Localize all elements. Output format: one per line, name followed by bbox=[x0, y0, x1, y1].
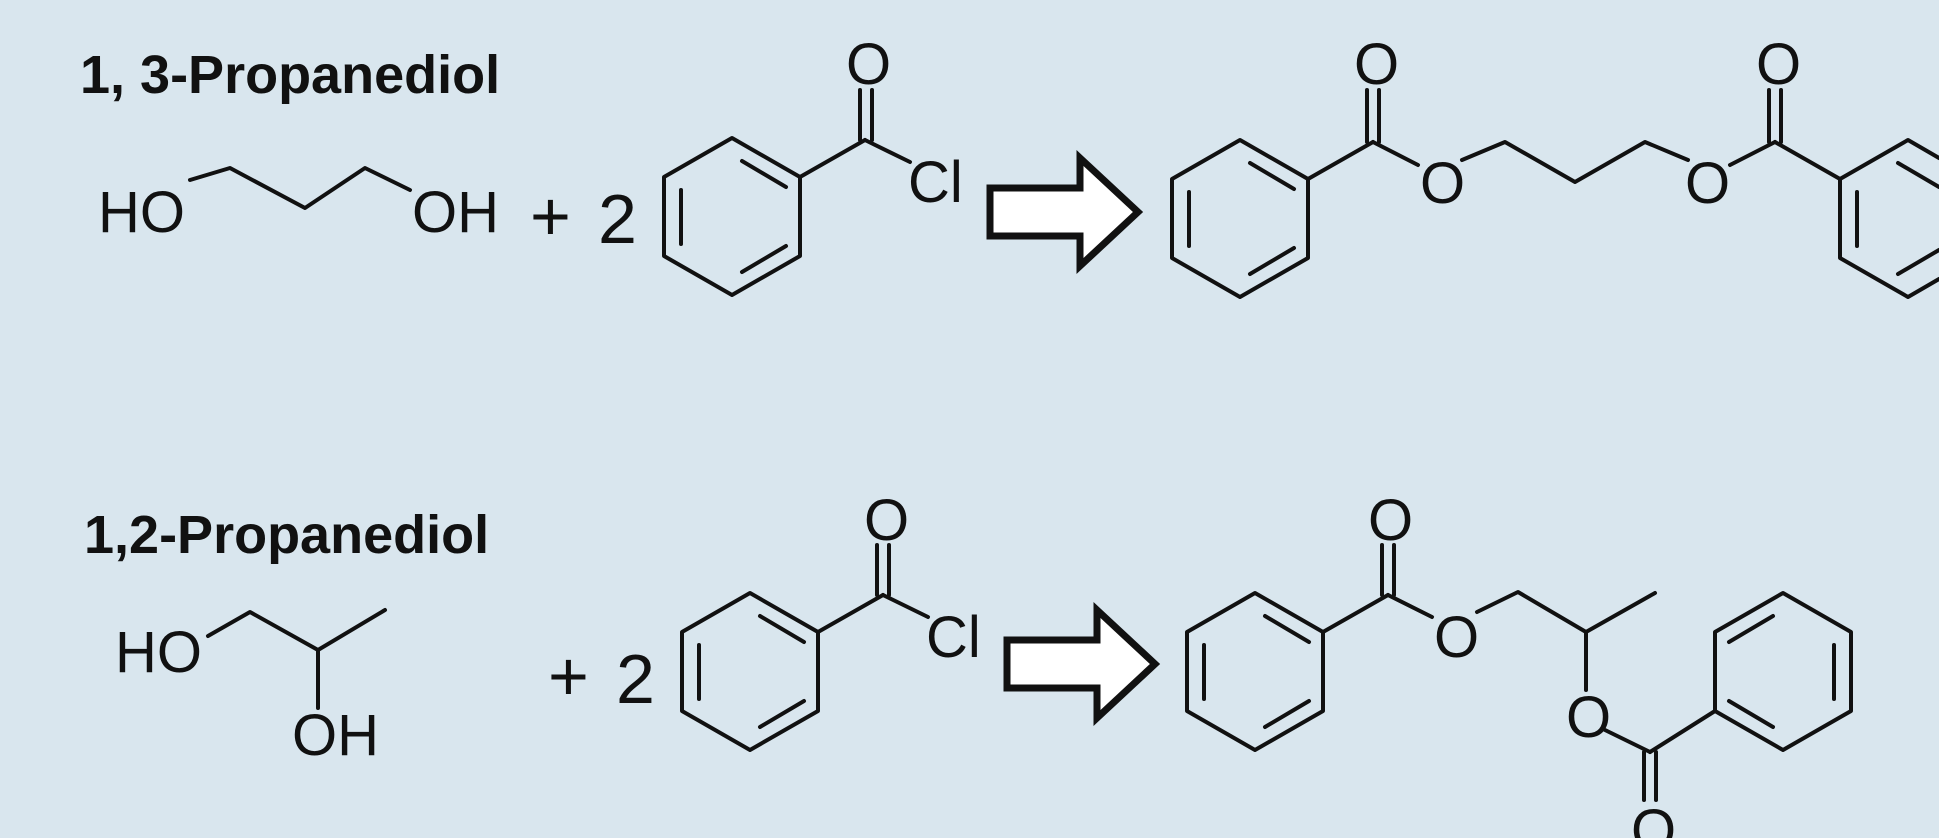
product-right-ring bbox=[1713, 591, 1853, 752]
product-left-ring bbox=[1170, 138, 1310, 299]
benzene-ring bbox=[662, 136, 802, 297]
reaction-2-product: O O O O bbox=[1185, 488, 1853, 838]
product-oxygen-label-2: O bbox=[1434, 605, 1479, 670]
acyl-chlorine-label: Cl bbox=[908, 150, 963, 215]
reaction-2-diol: HO OH bbox=[115, 608, 387, 768]
product-oxygen-label-3: O bbox=[1566, 685, 1611, 750]
reaction-1-coefficient: 2 bbox=[598, 180, 637, 258]
product-right-ring-partial bbox=[1838, 177, 1939, 299]
carbonyl-chlorine-bond bbox=[863, 138, 912, 164]
acyl-chlorine-label: Cl bbox=[926, 605, 981, 670]
reaction-2-benzoyl-chloride: O Cl bbox=[680, 488, 981, 752]
product-left-ring bbox=[1185, 591, 1325, 752]
reaction-1-arrow bbox=[986, 149, 1144, 275]
product-oxygen-label-4: O bbox=[1756, 32, 1801, 97]
reaction-1-title: 1, 3-Propanediol bbox=[80, 45, 500, 105]
product-oxygen-label-1: O bbox=[1354, 32, 1399, 97]
reaction-2-coefficient: 2 bbox=[616, 640, 655, 718]
product-propane-chain bbox=[1460, 140, 1690, 184]
product-oxygen-label-3: O bbox=[1685, 151, 1730, 216]
product-oxygen-label-4: O bbox=[1631, 798, 1676, 838]
acyl-oxygen-label: O bbox=[846, 32, 891, 97]
benzene-ring bbox=[680, 591, 820, 752]
diol-ho-label: HO bbox=[115, 620, 202, 685]
product-propane-chain bbox=[1475, 590, 1657, 634]
diol-oh-label: OH bbox=[412, 180, 499, 245]
reaction-2-title: 1,2-Propanediol bbox=[84, 505, 489, 565]
diol-chain-bonds bbox=[188, 166, 412, 210]
acyl-oxygen-label: O bbox=[864, 488, 909, 553]
reaction-1-plus: + bbox=[530, 177, 571, 255]
reaction-2-arrow bbox=[1003, 601, 1161, 727]
diol-oh-label: OH bbox=[292, 703, 379, 768]
reaction-1-diol: HO OH bbox=[98, 166, 499, 245]
product-oxygen-label-1: O bbox=[1368, 488, 1413, 553]
reaction-1-benzoyl-chloride: O Cl bbox=[662, 32, 963, 297]
reaction-2-1-2-propanediol: 1,2-Propanediol HO OH + 2 O Cl bbox=[84, 488, 1853, 838]
diol-ho-label: HO bbox=[98, 180, 185, 245]
reaction-2-plus: + bbox=[548, 637, 589, 715]
product-oxygen-label-2: O bbox=[1420, 151, 1465, 216]
reaction-1-product: O O O O bbox=[1170, 32, 1939, 299]
reaction-1-1-3-propanediol: 1, 3-Propanediol HO OH + 2 O Cl bbox=[80, 32, 1939, 299]
diol-backbone-bonds bbox=[206, 608, 387, 652]
ring-carbonyl-bond bbox=[798, 138, 867, 179]
